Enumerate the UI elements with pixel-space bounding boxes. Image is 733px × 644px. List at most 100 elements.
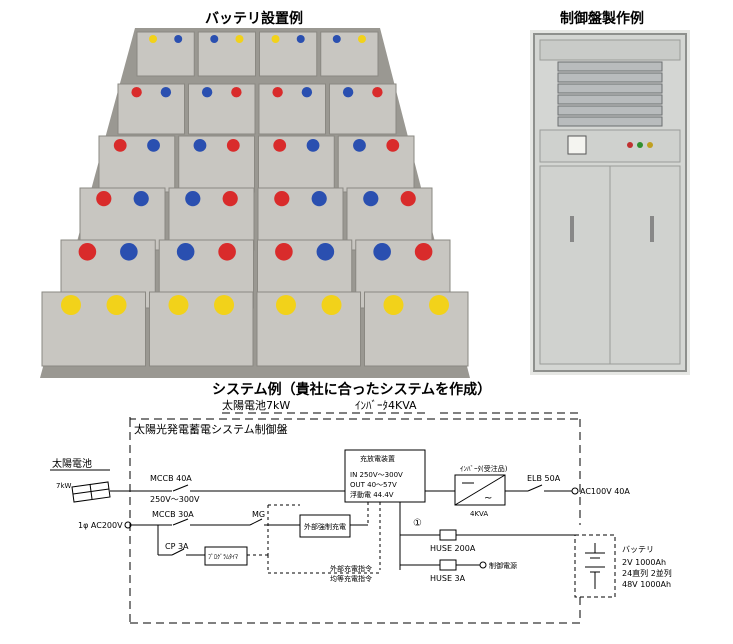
pv-panel-icon <box>71 481 111 503</box>
battery-terminal <box>332 35 341 43</box>
battery-terminal <box>168 295 189 315</box>
mg-label: MG <box>252 510 265 519</box>
charge-ctrl-in: IN 250V～300V <box>350 471 403 479</box>
pv-kw-label: 7kW <box>56 482 72 490</box>
battery-cell <box>98 135 176 193</box>
inverter-box-label: ｲﾝﾊﾞｰﾀ(受注品) <box>460 464 508 473</box>
battery-terminal <box>149 35 158 43</box>
solar-cell-header: 太陽電池7kW <box>222 399 290 412</box>
ac-out-label: AC100V 40A <box>580 487 630 496</box>
battery-terminal <box>96 191 112 207</box>
ext-cmd2-label: 均等充電指令 <box>330 574 372 583</box>
battery-spec1: 2V 1000Ah <box>622 558 666 567</box>
circle-num: ① <box>413 518 422 529</box>
battery-terminal <box>218 243 236 261</box>
panel-name: 太陽光発電蓄電システム制御盤 <box>134 422 288 436</box>
ac-in-label: 1φ AC200V <box>78 521 123 530</box>
battery-terminal <box>429 295 450 315</box>
battery-cell <box>197 31 256 77</box>
battery-terminal <box>60 295 81 315</box>
battery-terminal <box>214 295 235 315</box>
solar-label: 太陽電池 <box>52 457 92 470</box>
cp-label: CP 3A <box>165 542 189 551</box>
battery-terminal <box>147 139 160 152</box>
battery-terminal <box>353 139 366 152</box>
battery-spec2: 24直列 2並列 <box>622 568 672 578</box>
battery-terminal <box>321 295 342 315</box>
battery-terminal <box>133 191 149 207</box>
battery-terminal <box>316 243 335 261</box>
battery-terminal <box>275 295 296 315</box>
mccb1-range: 250V～300V <box>150 495 200 504</box>
battery-terminal <box>274 191 290 207</box>
battery-cell <box>258 135 335 193</box>
battery-cell <box>337 135 415 193</box>
fuse2-label: HUSE 3A <box>430 574 466 583</box>
charge-ctrl-title: 充放電装置 <box>360 454 395 463</box>
system-example-title: システム例（貴社に合ったシステムを作成） <box>212 382 492 398</box>
elb-label: ELB 50A <box>527 474 561 483</box>
charge-ctrl-float: 浮動電 44.4V <box>350 490 394 499</box>
battery-terminal <box>120 243 138 261</box>
charge-ctrl-out: OUT 40～57V <box>350 481 397 489</box>
battery-terminal <box>235 35 244 43</box>
control-panel-photo <box>530 30 690 375</box>
battery-terminal <box>301 87 313 98</box>
battery-cell <box>364 291 469 367</box>
system-diagram: 太陽電池7kW ｲﾝﾊﾞｰﾀ4KVA 太陽光発電蓄電システム制御盤 太陽電池 7… <box>50 399 672 624</box>
battery-install-title: バッテリ設置例 <box>205 11 303 27</box>
battery-terminal <box>160 87 172 98</box>
battery-cell <box>256 291 361 367</box>
panel-example-title: 制御盤製作例 <box>560 11 644 27</box>
battery-terminal <box>363 191 379 207</box>
battery-terminal <box>226 139 240 152</box>
battery-terminal <box>185 191 201 207</box>
battery-cell <box>188 83 256 135</box>
battery-terminal <box>78 243 97 261</box>
battery-terminal <box>311 191 327 207</box>
battery-terminal <box>106 295 127 315</box>
battery-terminal <box>193 139 207 152</box>
battery-installation-photo <box>40 28 470 378</box>
battery-terminal <box>176 243 195 261</box>
battery-terminal <box>201 87 213 98</box>
battery-title: バッテリ <box>622 545 654 554</box>
battery-terminal <box>222 191 238 207</box>
battery-cell <box>178 135 255 193</box>
battery-cell <box>136 31 195 77</box>
inverter-header: ｲﾝﾊﾞｰﾀ4KVA <box>355 399 417 412</box>
battery-terminal <box>273 139 287 152</box>
battery-cell <box>258 83 326 135</box>
battery-terminal <box>386 139 400 152</box>
battery-terminal <box>372 87 383 98</box>
battery-terminal <box>414 243 433 261</box>
battery-terminal <box>296 35 305 43</box>
battery-cell <box>41 291 146 367</box>
program-timer-label: ﾌﾟﾛｸﾞﾗﾑﾀｲﾏ <box>208 554 238 561</box>
battery-terminal <box>271 35 280 43</box>
battery-terminal <box>275 243 293 261</box>
battery-spec3: 48V 1000Ah <box>622 580 671 589</box>
battery-cell <box>117 83 185 135</box>
battery-terminal <box>131 87 142 98</box>
ctrl-power-label: 制御電源 <box>489 561 517 570</box>
svg-text:~: ~ <box>484 493 492 504</box>
battery-terminal <box>272 87 283 98</box>
battery-terminal <box>174 35 183 43</box>
battery-cell <box>149 291 254 367</box>
battery-terminal <box>210 35 219 43</box>
battery-terminal <box>383 295 404 315</box>
inverter-rating: 4KVA <box>470 510 488 518</box>
battery-terminal <box>231 87 242 98</box>
fuse1-label: HUSE 200A <box>430 544 476 553</box>
battery-terminal <box>357 35 366 43</box>
battery-cell <box>259 31 318 77</box>
mccb2-label: MCCB 30A <box>152 510 194 519</box>
battery-terminal <box>400 191 416 207</box>
ext-cmd1-label: 外部充電指令 <box>330 564 372 573</box>
battery-cell <box>329 83 397 135</box>
battery-terminal <box>113 139 127 152</box>
mccb1-label: MCCB 40A <box>150 474 192 483</box>
ext-charger-label: 外部強制充電 <box>304 522 346 531</box>
battery-terminal <box>306 139 320 152</box>
